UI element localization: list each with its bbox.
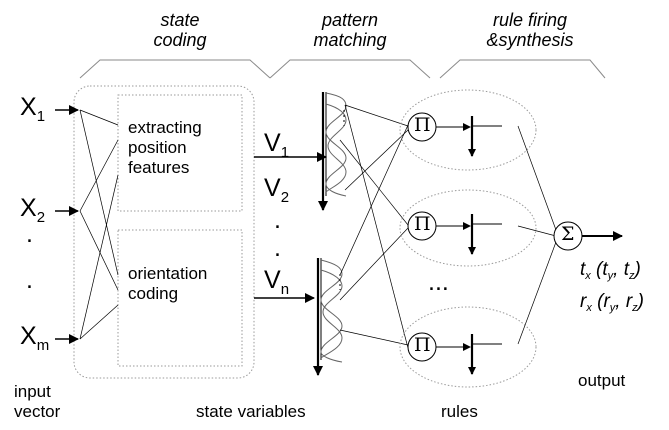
position-features-text: extracting position features — [128, 118, 202, 177]
rule-connections — [339, 104, 409, 349]
state-var-dot-1: . — [274, 206, 281, 234]
state-var-dot-2: . — [274, 234, 281, 262]
product-node-3: Π — [414, 334, 431, 356]
rule-3-region — [399, 306, 537, 388]
pattern-matching-bracket — [269, 59, 431, 79]
sum-connections — [517, 125, 557, 345]
output-label: output — [578, 371, 626, 390]
rule-1-region — [399, 89, 537, 171]
input-connections — [79, 109, 119, 340]
state-coding-region — [73, 85, 255, 379]
rule-firing-header: rule firing &synthesis — [486, 10, 574, 50]
state-variables-label: state variables — [196, 402, 306, 421]
input-xm-label: Xm — [20, 322, 50, 354]
input-dot-1: . — [26, 220, 33, 248]
orientation-coding-text: orientation coding — [128, 264, 208, 303]
position-features-box — [117, 94, 243, 212]
output-translation: tx (ty, tz) — [580, 259, 641, 282]
product-node-1: Π — [414, 114, 431, 136]
input-dot-2: . — [26, 266, 33, 294]
rule-2-region — [399, 189, 537, 267]
input-x1-label: X1 — [20, 93, 46, 125]
state-var-v2: V2 — [264, 174, 290, 206]
rule-output-functions — [468, 116, 502, 375]
state-coding-header: state coding — [153, 10, 207, 50]
state-var-vn: Vn — [264, 266, 290, 298]
sum-node: Σ — [561, 223, 575, 245]
output-rotation: rx (ry, rz) — [580, 291, 644, 314]
rules-ellipsis: ... — [428, 268, 449, 296]
state-var-v1: V1 — [264, 129, 290, 161]
pattern-matching-header: pattern matching — [313, 10, 387, 50]
membership-functions-bottom — [313, 258, 343, 376]
input-x2-label: X2 — [20, 194, 46, 226]
rules-label: rules — [441, 402, 478, 421]
rule-firing-bracket — [439, 59, 606, 79]
membership-functions-top — [318, 92, 347, 211]
product-node-2: Π — [414, 213, 431, 235]
orientation-coding-box — [117, 229, 243, 367]
state-coding-bracket — [79, 59, 271, 79]
input-vector-label: input vector — [14, 382, 61, 421]
